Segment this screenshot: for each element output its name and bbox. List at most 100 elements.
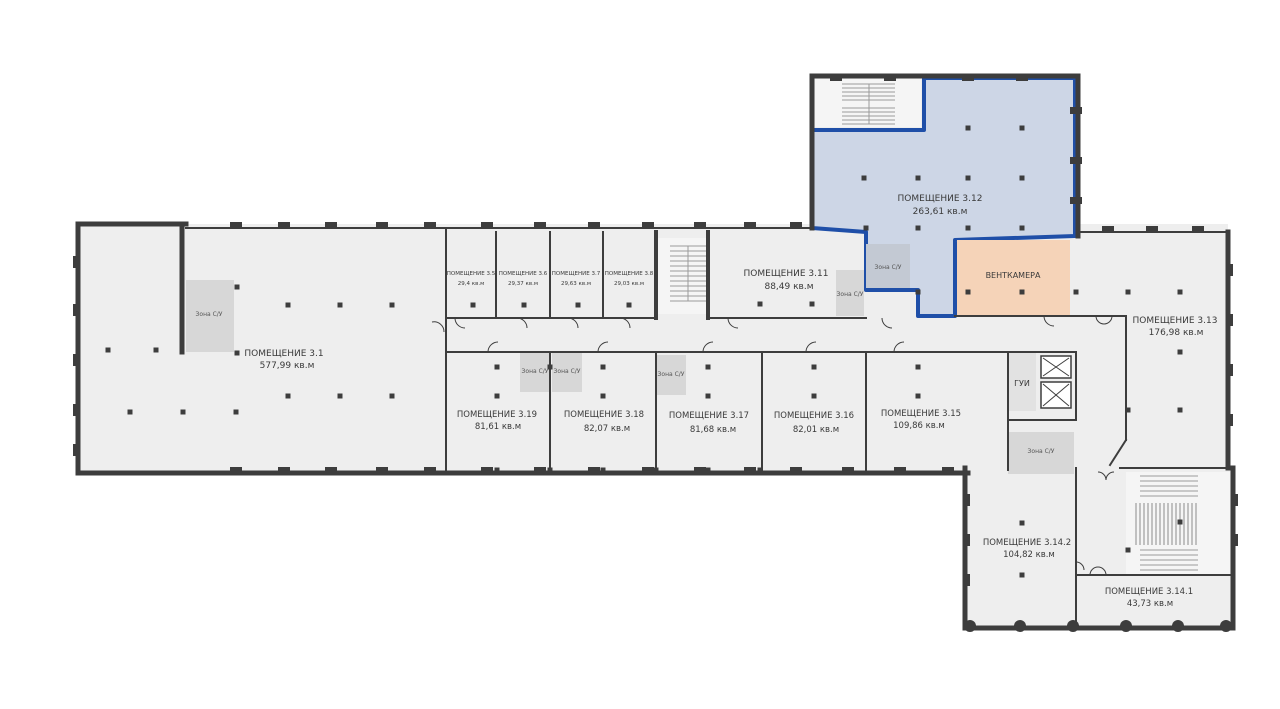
center-stair xyxy=(656,238,708,314)
column xyxy=(705,364,711,370)
column xyxy=(575,302,581,308)
room-3-1-name: ПОМЕЩЕНИЕ 3.1 xyxy=(244,349,323,359)
room-3-1[interactable]: ПОМЕЩЕНИЕ 3.1 577,99 кв.м xyxy=(244,349,323,371)
wall-pier xyxy=(424,222,436,229)
room-3-17-name: ПОМЕЩЕНИЕ 3.17 xyxy=(669,411,749,421)
wall-pier xyxy=(73,304,80,316)
column xyxy=(1019,125,1025,131)
column xyxy=(494,393,500,399)
door-arc xyxy=(1089,566,1107,576)
wall-pier xyxy=(481,467,493,474)
room-3-19-area: 81,61 кв.м xyxy=(475,422,521,432)
wall-pier xyxy=(230,467,242,474)
gui-label: ГУИ xyxy=(1014,379,1030,388)
column xyxy=(389,393,395,399)
door-arc xyxy=(431,321,445,333)
column xyxy=(863,225,869,231)
sanitary-zone-label: Зона С/У xyxy=(1028,448,1055,455)
column xyxy=(547,467,553,473)
column xyxy=(494,467,500,473)
room-3-8[interactable]: ПОМЕЩЕНИЕ 3.8 29,03 кв.м xyxy=(605,271,654,287)
door-arc xyxy=(454,317,466,329)
wall-pier xyxy=(1070,197,1082,204)
room-3-13[interactable]: ПОМЕЩЕНИЕ 3.13 176,98 кв.м xyxy=(1133,316,1218,338)
wall-pier xyxy=(1070,157,1082,164)
wall-pier xyxy=(842,467,854,474)
room-ventkamera[interactable]: ВЕНТКАМЕРА xyxy=(957,240,1070,316)
wall-pier xyxy=(1226,264,1233,276)
door-arc xyxy=(487,341,499,353)
sanitary-zone-label: Зона С/У xyxy=(522,368,549,375)
wall-pier xyxy=(1016,74,1028,81)
room-3-11-area: 88,49 кв.м xyxy=(764,282,813,292)
room-3-17[interactable]: ПОМЕЩЕНИЕ 3.17 81,68 кв.м xyxy=(669,411,749,435)
column xyxy=(153,347,159,353)
wall-pier xyxy=(1192,226,1204,233)
wall-pier xyxy=(694,222,706,229)
room-labels: ПОМЕЩЕНИЕ 3.1 577,99 кв.м ПОМЕЩЕНИЕ 3.5 … xyxy=(244,269,1217,609)
room-3-15[interactable]: ПОМЕЩЕНИЕ 3.15 109,86 кв.м xyxy=(881,409,961,431)
column xyxy=(1177,349,1183,355)
room-3-7-area: 29,63 кв.м xyxy=(561,281,591,287)
sanitary-zone-label: Зона С/У xyxy=(875,264,902,271)
room-3-6[interactable]: ПОМЕЩЕНИЕ 3.6 29,37 кв.м xyxy=(499,271,548,287)
column xyxy=(915,364,921,370)
room-3-5[interactable]: ПОМЕЩЕНИЕ 3.5 29,4 кв.м xyxy=(447,271,496,287)
interior-walls xyxy=(445,229,1231,629)
room-3-14-2-area: 104,82 кв.м xyxy=(1003,550,1055,560)
column xyxy=(1019,572,1025,578)
column xyxy=(470,302,476,308)
walls xyxy=(75,73,1236,631)
column xyxy=(105,347,111,353)
sanitary-zone-3 xyxy=(552,352,582,392)
wall-pier xyxy=(376,222,388,229)
wall-pier xyxy=(1226,314,1233,326)
wall-pier xyxy=(894,467,906,474)
wall-pier xyxy=(325,222,337,229)
wall-pier xyxy=(1231,494,1238,506)
elevators: ГУИ xyxy=(1008,353,1072,411)
room-3-8-name: ПОМЕЩЕНИЕ 3.8 xyxy=(605,271,654,277)
room-3-14-2[interactable]: ПОМЕЩЕНИЕ 3.14.2 104,82 кв.м xyxy=(983,538,1071,560)
room-3-19[interactable]: ПОМЕЩЕНИЕ 3.19 81,61 кв.м xyxy=(457,410,537,432)
wall-pier xyxy=(1014,620,1026,632)
room-3-6-name: ПОМЕЩЕНИЕ 3.6 xyxy=(499,271,548,277)
wall-pier xyxy=(73,404,80,416)
column xyxy=(1177,407,1183,413)
sanitary-zone-5 xyxy=(836,270,864,316)
wall-pier xyxy=(424,467,436,474)
column xyxy=(494,364,500,370)
door-arc xyxy=(1095,315,1113,325)
sanitary-zone-label: Зона С/У xyxy=(658,371,685,378)
door-arc xyxy=(727,317,739,329)
center-stair-steps xyxy=(670,245,706,302)
door-arc xyxy=(597,341,609,353)
column xyxy=(285,302,291,308)
column xyxy=(809,301,815,307)
column xyxy=(389,302,395,308)
wall-pier xyxy=(1172,620,1184,632)
room-3-16[interactable]: ПОМЕЩЕНИЕ 3.16 82,01 кв.м xyxy=(774,411,854,435)
column xyxy=(285,393,291,399)
wall-pier xyxy=(964,620,976,632)
room-3-11[interactable]: ПОМЕЩЕНИЕ 3.11 88,49 кв.м xyxy=(744,269,829,292)
room-3-14-1-name: ПОМЕЩЕНИЕ 3.14.1 xyxy=(1105,587,1193,597)
wall-pier xyxy=(1226,414,1233,426)
room-3-1-area: 577,99 кв.м xyxy=(260,361,315,371)
room-3-17-area: 81,68 кв.м xyxy=(690,425,736,435)
wall-pier xyxy=(588,467,600,474)
room-3-5-area: 29,4 кв.м xyxy=(458,281,484,287)
column xyxy=(1019,175,1025,181)
column xyxy=(600,364,606,370)
room-3-14-1[interactable]: ПОМЕЩЕНИЕ 3.14.1 43,73 кв.м xyxy=(1105,587,1193,609)
ventkamera-area[interactable] xyxy=(957,240,1070,316)
wall-piers xyxy=(73,74,1238,632)
wall-pier xyxy=(1067,620,1079,632)
room-3-7[interactable]: ПОМЕЩЕНИЕ 3.7 29,63 кв.м xyxy=(552,271,601,287)
room-3-18[interactable]: ПОМЕЩЕНИЕ 3.18 82,07 кв.м xyxy=(564,410,644,434)
room-3-15-name: ПОМЕЩЕНИЕ 3.15 xyxy=(881,409,961,419)
wall-pier xyxy=(963,494,970,506)
door-arc xyxy=(516,317,528,329)
room-3-12-name: ПОМЕЩЕНИЕ 3.12 xyxy=(898,194,983,204)
